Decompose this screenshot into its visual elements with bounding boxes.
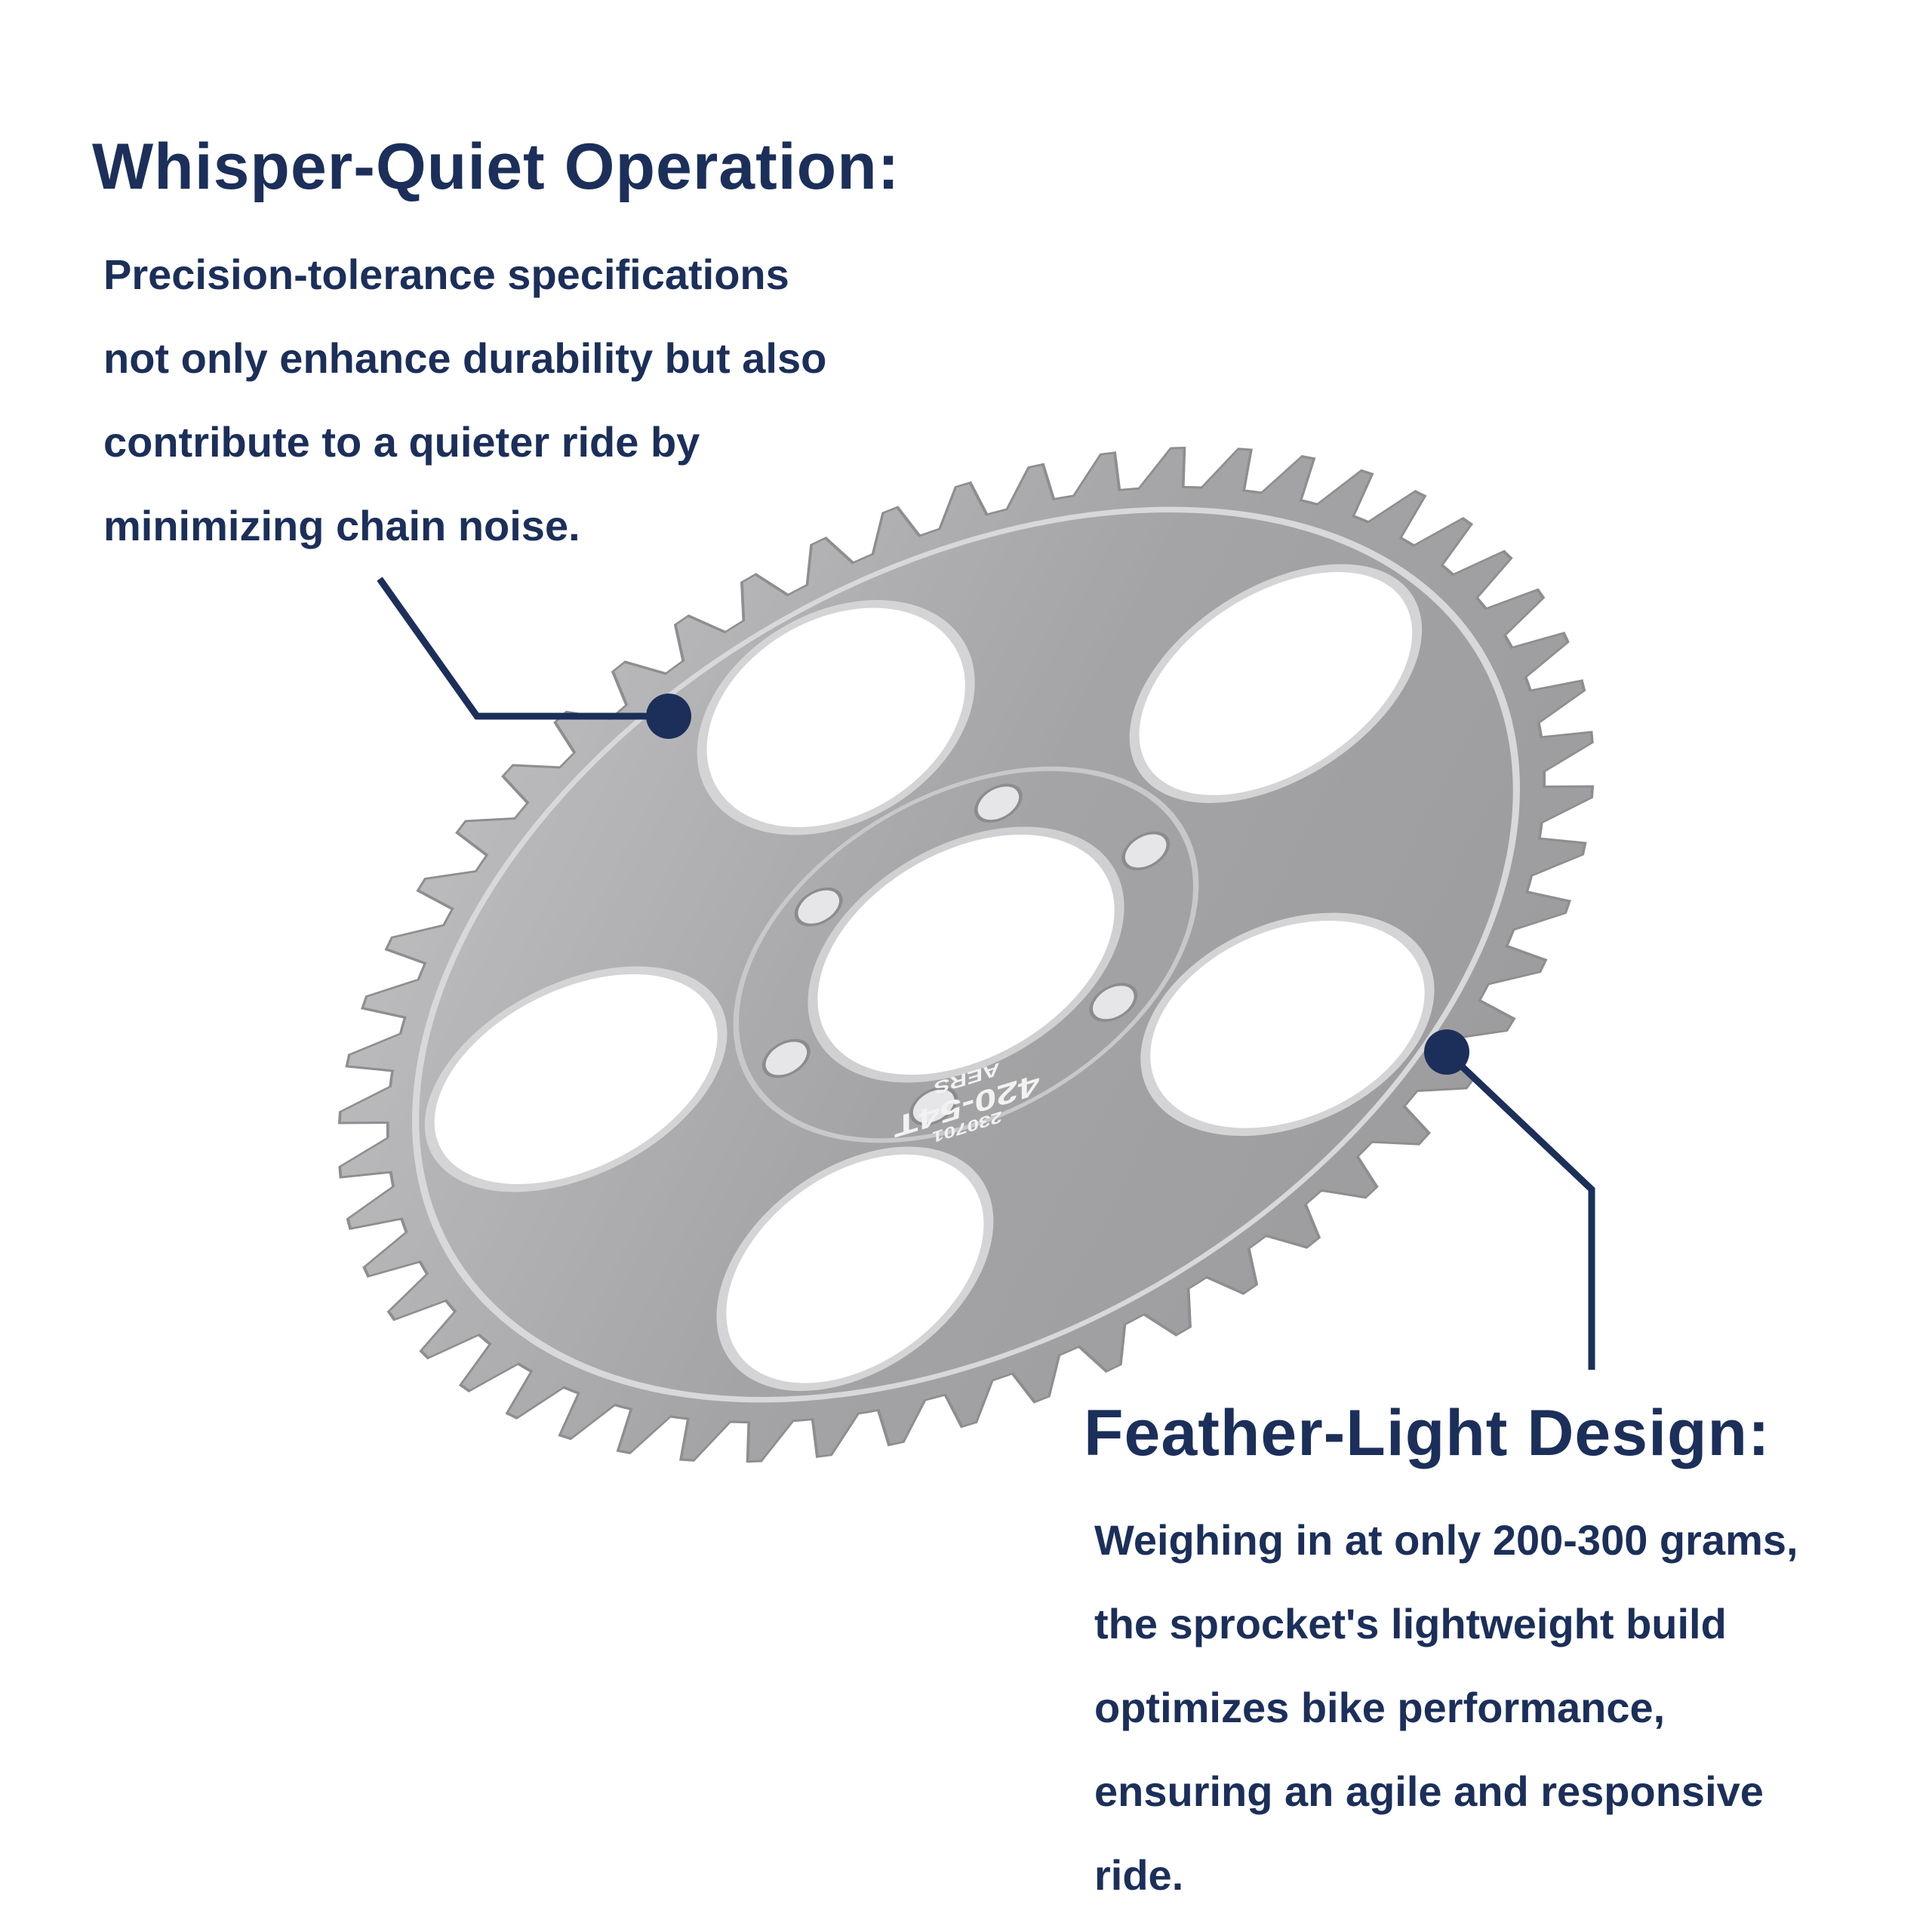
bolt-hole [1089,983,1138,1023]
light-heading: Feather-Light Design: [1084,1397,1770,1469]
callout-light [1424,1029,1595,1370]
light-line: ensuring an agile and responsive [1094,1767,1764,1815]
quiet-line: Precision-tolerance specifications [103,251,789,298]
bolt-hole [1121,831,1171,871]
light-description: Weighing in at only 200-300 grams, the s… [1094,1498,1798,1917]
light-line: optimizes bike performance, [1094,1684,1666,1731]
quiet-line: minimizing chain noise. [103,502,580,549]
light-line: Weighing in at only 200-300 grams, [1094,1516,1798,1564]
sprocket-hub [733,766,1199,1143]
quiet-line: contribute to a quieter ride by [103,418,700,466]
lightening-hole [1140,912,1435,1137]
bolt-hole [794,887,843,927]
sprocket-rim [412,506,1520,1403]
lightening-hole [716,1146,994,1392]
engraving: 420-54T AERS 230701 [894,1058,1040,1146]
quiet-heading: Whisper-Quiet Operation: [92,131,900,203]
light-line: ride. [1094,1851,1184,1899]
lightening-hole [424,966,728,1192]
bolt-hole [909,1087,958,1126]
quiet-description: Precision-tolerance specifications not o… [103,232,826,568]
quiet-line: not only enhance durability but also [103,334,827,382]
light-line: the sprocket's lightweight build [1094,1600,1727,1647]
center-hole [808,826,1124,1083]
lightening-hole [697,600,975,835]
bolt-hole [761,1038,811,1078]
callout-quiet [377,577,691,739]
bolt-hole [974,783,1023,823]
lightening-hole [1129,564,1423,803]
